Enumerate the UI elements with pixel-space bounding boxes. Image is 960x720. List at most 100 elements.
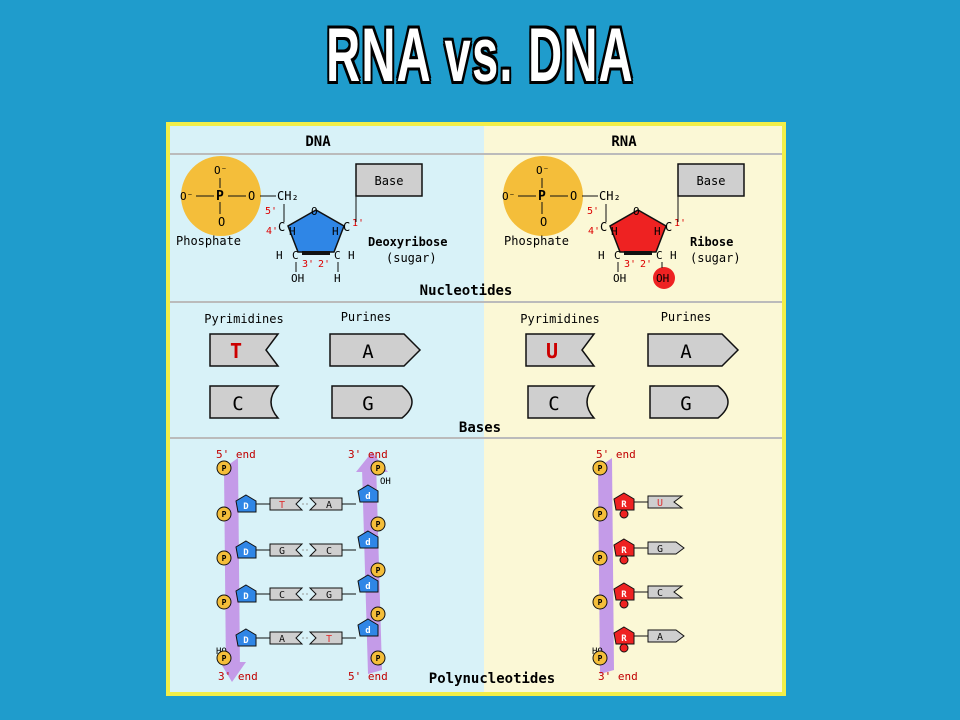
dna-right-oh: OH xyxy=(380,477,391,487)
dna-right-sugar xyxy=(357,618,379,637)
svg-text:P: P xyxy=(222,510,227,519)
rna-base xyxy=(647,495,684,509)
svg-text:T: T xyxy=(326,634,332,645)
rna-bases: Pyrimidines Purines U A C G xyxy=(520,310,740,419)
svg-text:D: D xyxy=(243,636,249,646)
svg-text:2': 2' xyxy=(318,259,330,270)
svg-text:5': 5' xyxy=(587,206,599,217)
rna-phosphate-group xyxy=(503,156,583,236)
dna-right-phosphate xyxy=(370,516,386,532)
svg-text:U: U xyxy=(657,498,663,509)
svg-text:C: C xyxy=(665,220,672,234)
rna-base-u xyxy=(525,333,596,367)
comparison-figure: DNA RNA O⁻ O O⁻ P O CH₂ Phosphate O 5' 4… xyxy=(166,122,786,696)
rna-phosphate xyxy=(592,460,608,476)
rna-2-oh xyxy=(619,643,629,653)
svg-text:P: P xyxy=(376,654,381,663)
svg-text:O⁻: O⁻ xyxy=(180,190,193,203)
svg-text:U: U xyxy=(546,339,558,363)
column-header-dna: DNA xyxy=(305,134,331,150)
dna-left-sugar xyxy=(235,628,257,647)
svg-text:C: C xyxy=(232,393,243,415)
column-header-rna: RNA xyxy=(611,134,637,150)
dna-left-base xyxy=(269,587,304,601)
rna-backbone xyxy=(598,458,614,674)
svg-text:R: R xyxy=(621,546,627,556)
svg-text:G: G xyxy=(279,546,285,557)
svg-text:C: C xyxy=(279,590,285,601)
dna-left-base xyxy=(269,543,304,557)
rna-base-box xyxy=(677,163,745,197)
ribose-label: Ribose xyxy=(690,235,733,249)
dna-right-phosphate xyxy=(370,460,386,476)
rna-nucleotide: O⁻ O O⁻ P O CH₂ Phosphate O 5' 4' C H H … xyxy=(502,156,745,289)
svg-text:T: T xyxy=(230,339,242,363)
svg-text:H: H xyxy=(611,225,618,238)
svg-text:D: D xyxy=(243,548,249,558)
svg-text:H: H xyxy=(276,249,283,262)
svg-text:C: C xyxy=(292,249,299,262)
rna-phosphate-label: Phosphate xyxy=(504,234,569,248)
dna-right-3-end: 3' end xyxy=(348,448,388,461)
rna-phosphate xyxy=(592,650,608,666)
svg-text:P: P xyxy=(598,554,603,563)
svg-text:P: P xyxy=(376,464,381,473)
svg-text:C: C xyxy=(614,249,621,262)
dna-nucleotide: O⁻ O O⁻ P O CH₂ Phosphate O 5' 4' C H H … xyxy=(176,156,447,285)
rna-base xyxy=(647,629,685,643)
svg-text:P: P xyxy=(598,510,603,519)
svg-text:H: H xyxy=(289,225,296,238)
svg-text:H: H xyxy=(654,225,661,238)
rna-3-end: 3' end xyxy=(598,670,638,683)
rna-5-end: 5' end xyxy=(596,448,636,461)
svg-text:R: R xyxy=(621,634,627,644)
svg-text:CH₂: CH₂ xyxy=(599,189,621,203)
svg-text:C: C xyxy=(278,220,285,234)
svg-text:Base: Base xyxy=(697,174,726,188)
svg-text:P: P xyxy=(216,189,224,204)
svg-text:A: A xyxy=(326,500,332,511)
svg-text:H: H xyxy=(334,272,341,285)
dna-right-phosphate xyxy=(370,650,386,666)
dna-left-phosphate xyxy=(216,594,232,610)
svg-text:P: P xyxy=(598,464,603,473)
svg-text:C: C xyxy=(334,249,341,262)
svg-text:d: d xyxy=(365,492,370,502)
svg-text:4': 4' xyxy=(588,226,600,237)
dna-left-base xyxy=(269,631,304,645)
dna-base-t xyxy=(209,333,280,367)
dna-left-phosphate xyxy=(216,460,232,476)
svg-text:P: P xyxy=(538,189,546,204)
svg-text:O⁻: O⁻ xyxy=(536,164,549,177)
svg-text:H: H xyxy=(332,225,339,238)
svg-text:O: O xyxy=(248,189,255,203)
dna-left-sugar xyxy=(235,494,257,513)
dna-left-sugar xyxy=(235,584,257,603)
svg-text:P: P xyxy=(222,654,227,663)
svg-text:C: C xyxy=(657,588,663,599)
dna-right-base xyxy=(308,543,343,557)
dna-bases: Pyrimidines Purines T A C G xyxy=(204,310,422,419)
dna-left-3-end: 3' end xyxy=(218,670,258,683)
dna-base-g xyxy=(331,385,413,419)
svg-text:5': 5' xyxy=(265,206,277,217)
svg-text:P: P xyxy=(222,598,227,607)
dna-base-a xyxy=(329,333,422,367)
dna-right-sugar xyxy=(357,574,379,593)
svg-text:P: P xyxy=(222,554,227,563)
svg-text:d: d xyxy=(365,582,370,592)
svg-text:C: C xyxy=(600,220,607,234)
svg-text:(sugar): (sugar) xyxy=(386,251,437,265)
svg-text:C: C xyxy=(656,249,663,262)
svg-text:2': 2' xyxy=(640,259,652,270)
svg-text:T: T xyxy=(279,500,285,511)
dna-left-phosphate xyxy=(216,550,232,566)
svg-text:P: P xyxy=(598,598,603,607)
dna-base-box xyxy=(355,163,423,197)
svg-text:P: P xyxy=(598,654,603,663)
svg-text:C: C xyxy=(326,546,332,557)
deoxyribose-label: Deoxyribose xyxy=(368,235,447,249)
svg-text:3': 3' xyxy=(624,259,636,270)
svg-text:d: d xyxy=(365,538,370,548)
